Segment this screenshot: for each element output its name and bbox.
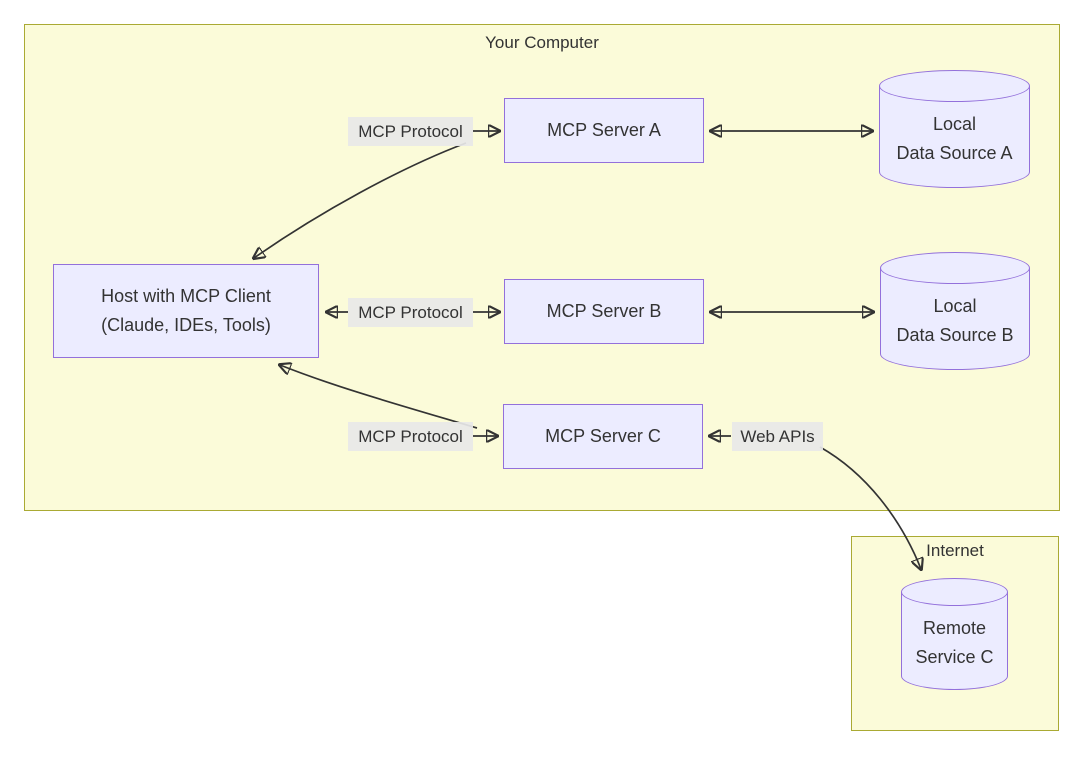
remote-service-c-label-line2: Service C	[915, 647, 994, 667]
mcp-server-b-label: MCP Server B	[546, 301, 662, 321]
mcp-server-b-node: MCP Server B	[504, 279, 704, 344]
mcp-server-c-label: MCP Server C	[545, 426, 661, 446]
remote-service-c-cylinder: Remote Service C	[901, 578, 1008, 690]
data-source-b-label-line1: Local	[933, 296, 977, 316]
data-source-a-label-line2: Data Source A	[896, 143, 1013, 163]
edge-web-apis-to-remote-service	[819, 446, 921, 569]
cylinder-body	[880, 268, 1030, 370]
internet-title: Internet	[926, 541, 984, 560]
data-source-a-cylinder: Local Data Source A	[879, 70, 1030, 188]
edge-label-a-to-host	[254, 142, 467, 258]
data-source-b-cylinder: Local Data Source B	[880, 252, 1030, 370]
edge-label-c-to-host	[280, 365, 478, 429]
cylinder-top-ellipse	[901, 578, 1008, 606]
internet-box: Internet	[851, 536, 1059, 731]
cylinder-top-ellipse	[880, 252, 1030, 284]
edge-label-mcp-protocol-a: MCP Protocol	[348, 117, 473, 146]
cylinder-body	[879, 86, 1030, 188]
data-source-b-label-line2: Data Source B	[896, 325, 1014, 345]
data-source-a-label-line1: Local	[932, 114, 977, 134]
your-computer-title: Your Computer	[485, 33, 599, 52]
host-label-line2: (Claude, IDEs, Tools)	[101, 315, 271, 335]
host-node: Host with MCP Client (Claude, IDEs, Tool…	[53, 264, 319, 358]
remote-service-c-label-line1: Remote	[922, 618, 987, 638]
cylinder-top-ellipse	[879, 70, 1030, 102]
edge-label-web-apis: Web APIs	[732, 422, 823, 451]
mcp-server-a-label: MCP Server A	[547, 120, 661, 140]
cylinder-body	[901, 592, 1008, 690]
edge-label-mcp-protocol-b: MCP Protocol	[348, 298, 473, 327]
mcp-server-a-node: MCP Server A	[504, 98, 704, 163]
host-label-line1: Host with MCP Client	[101, 286, 271, 306]
mcp-server-c-node: MCP Server C	[503, 404, 703, 469]
edge-label-mcp-protocol-c: MCP Protocol	[348, 422, 473, 451]
